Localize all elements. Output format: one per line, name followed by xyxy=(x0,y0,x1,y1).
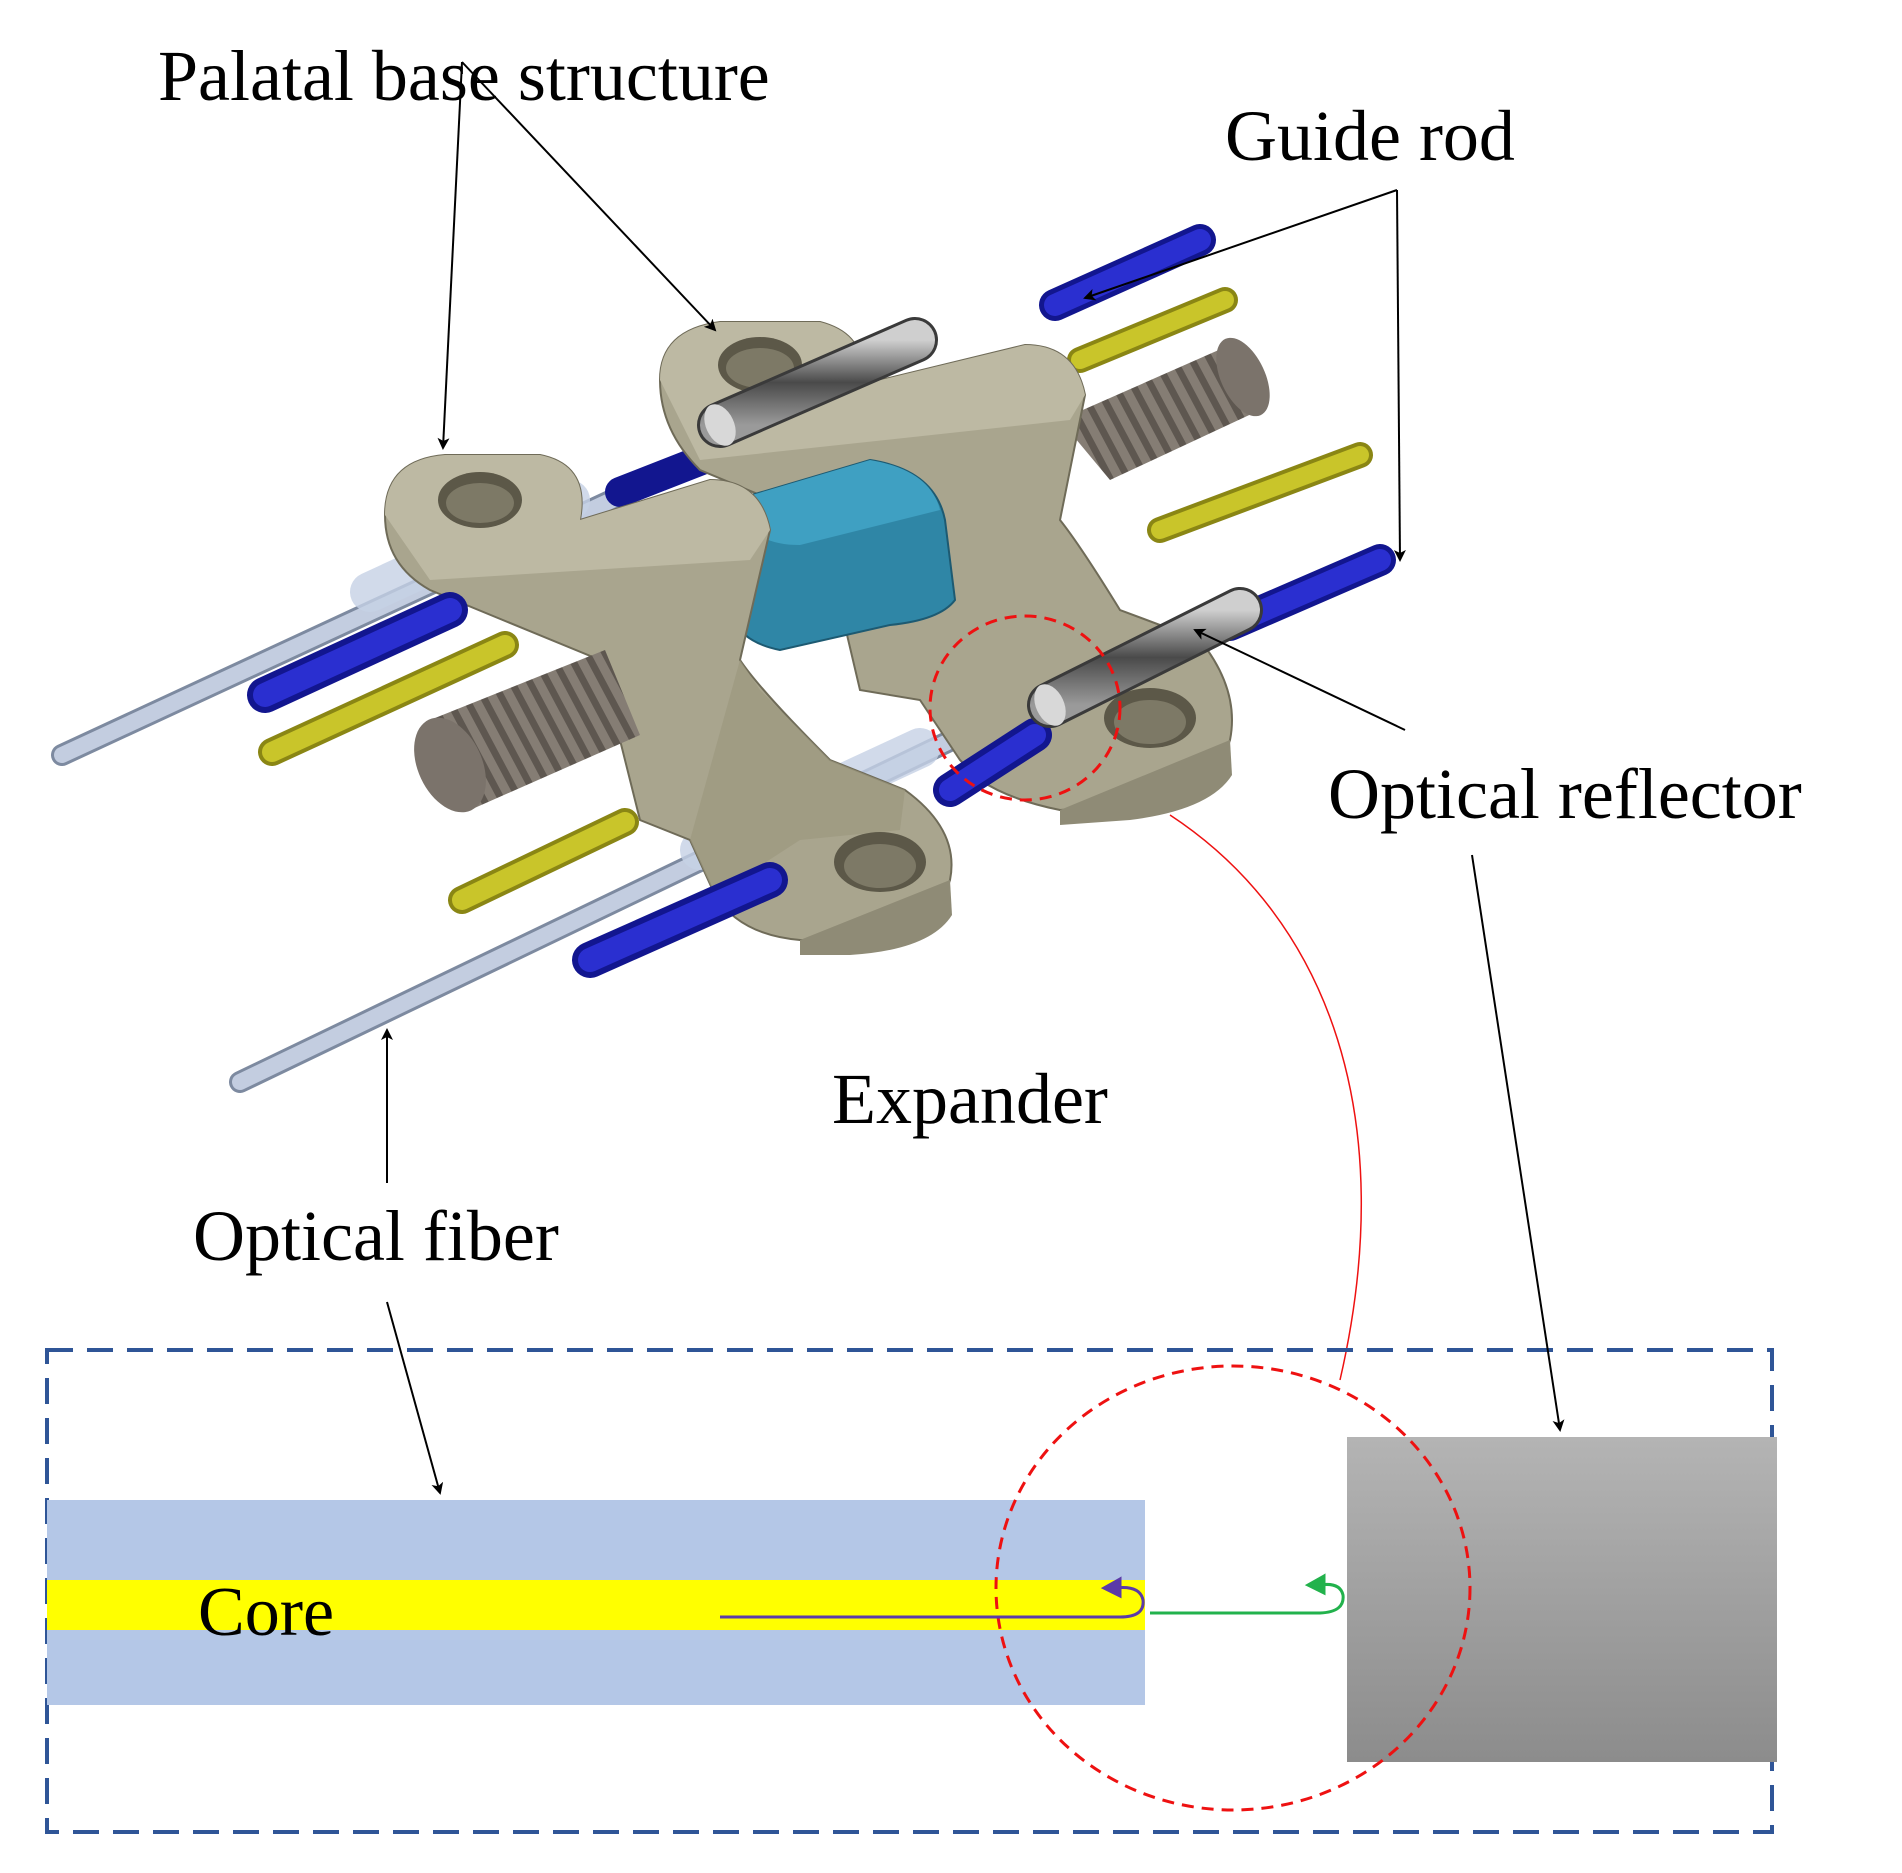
detail-highlight-circle xyxy=(994,1364,1472,1812)
label-guide-rod: Guide rod xyxy=(1225,96,1515,176)
label-palatal-base: Palatal base structure xyxy=(158,36,770,116)
reflector-block xyxy=(1347,1437,1777,1762)
highlight-region xyxy=(928,614,1363,1381)
arrow-guide-upper xyxy=(1083,189,1398,301)
screw-front xyxy=(414,650,640,813)
expander-block xyxy=(728,458,957,652)
detail-panel xyxy=(45,1348,1777,1834)
arrow-guide-lower xyxy=(1393,189,1406,562)
device-illustration xyxy=(51,224,1396,1093)
reflector-rods xyxy=(697,317,1263,728)
arrow-fiber-detail xyxy=(386,1301,444,1495)
arrow-reflector-detail xyxy=(1471,854,1565,1432)
arrow-palatal-right xyxy=(461,61,717,332)
palatal-base-front xyxy=(383,454,953,955)
arrow-reflector xyxy=(1193,628,1406,731)
fiber-core xyxy=(47,1580,1145,1630)
label-optical-fiber: Optical fiber xyxy=(193,1196,559,1276)
incident-light-arrow xyxy=(720,1576,1145,1619)
screw-back xyxy=(1060,337,1270,480)
arrow-palatal-left xyxy=(437,61,463,450)
leader-arrows xyxy=(381,61,1565,1495)
reflected-light-arrow xyxy=(1150,1573,1345,1615)
label-core: Core xyxy=(198,1574,334,1651)
label-expander: Expander xyxy=(832,1059,1108,1139)
guide-rods-front xyxy=(247,592,1052,978)
label-optical-reflector: Optical reflector xyxy=(1328,754,1802,834)
